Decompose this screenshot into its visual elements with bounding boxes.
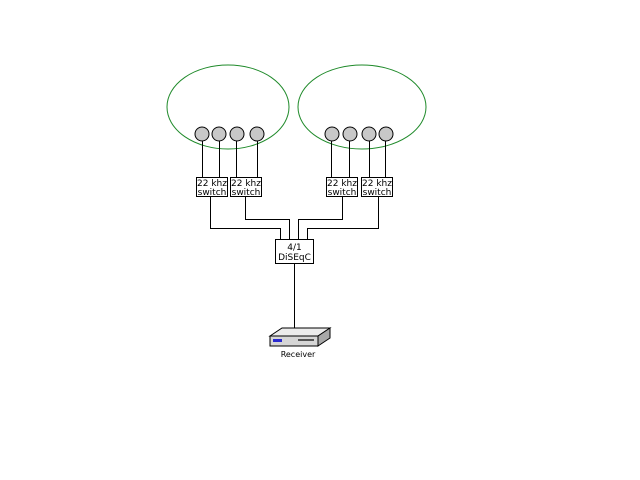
switch-box: 22 khz switch bbox=[326, 177, 358, 198]
switch-wires bbox=[210, 196, 379, 240]
switch-label-line1: 22 khz bbox=[327, 179, 357, 189]
diseqc-label-line2: DiSEqC bbox=[278, 253, 311, 263]
switch-label-line2: switch bbox=[198, 188, 227, 198]
switch-label-line2: switch bbox=[232, 188, 261, 198]
lnb-icon bbox=[361, 126, 377, 142]
lnb-icon bbox=[194, 126, 210, 142]
switch-box: 22 khz switch bbox=[361, 177, 393, 198]
diseqc-switch-box: 4/1 DiSEqC bbox=[275, 239, 314, 264]
dish-group-outline bbox=[297, 64, 427, 150]
switch-box: 22 khz switch bbox=[230, 177, 262, 198]
switch-label-line1: 22 khz bbox=[197, 179, 227, 189]
switch-label-line1: 22 khz bbox=[362, 179, 392, 189]
lnb-icon bbox=[324, 126, 340, 142]
lnb-icon bbox=[342, 126, 358, 142]
dish-group-outline bbox=[166, 64, 290, 150]
diseqc-label-line1: 4/1 bbox=[287, 243, 301, 253]
lnb-icon bbox=[378, 126, 394, 142]
receiver-icon bbox=[268, 327, 332, 347]
switch-label-line1: 22 khz bbox=[231, 179, 261, 189]
lnb-icon bbox=[249, 126, 265, 142]
lnb-wires bbox=[202, 141, 386, 178]
lnb-icon bbox=[211, 126, 227, 142]
switch-label-line2: switch bbox=[328, 188, 357, 198]
switch-box: 22 khz switch bbox=[196, 177, 228, 198]
lnb-icon bbox=[229, 126, 245, 142]
receiver-label: Receiver bbox=[281, 350, 316, 359]
switch-label-line2: switch bbox=[363, 188, 392, 198]
